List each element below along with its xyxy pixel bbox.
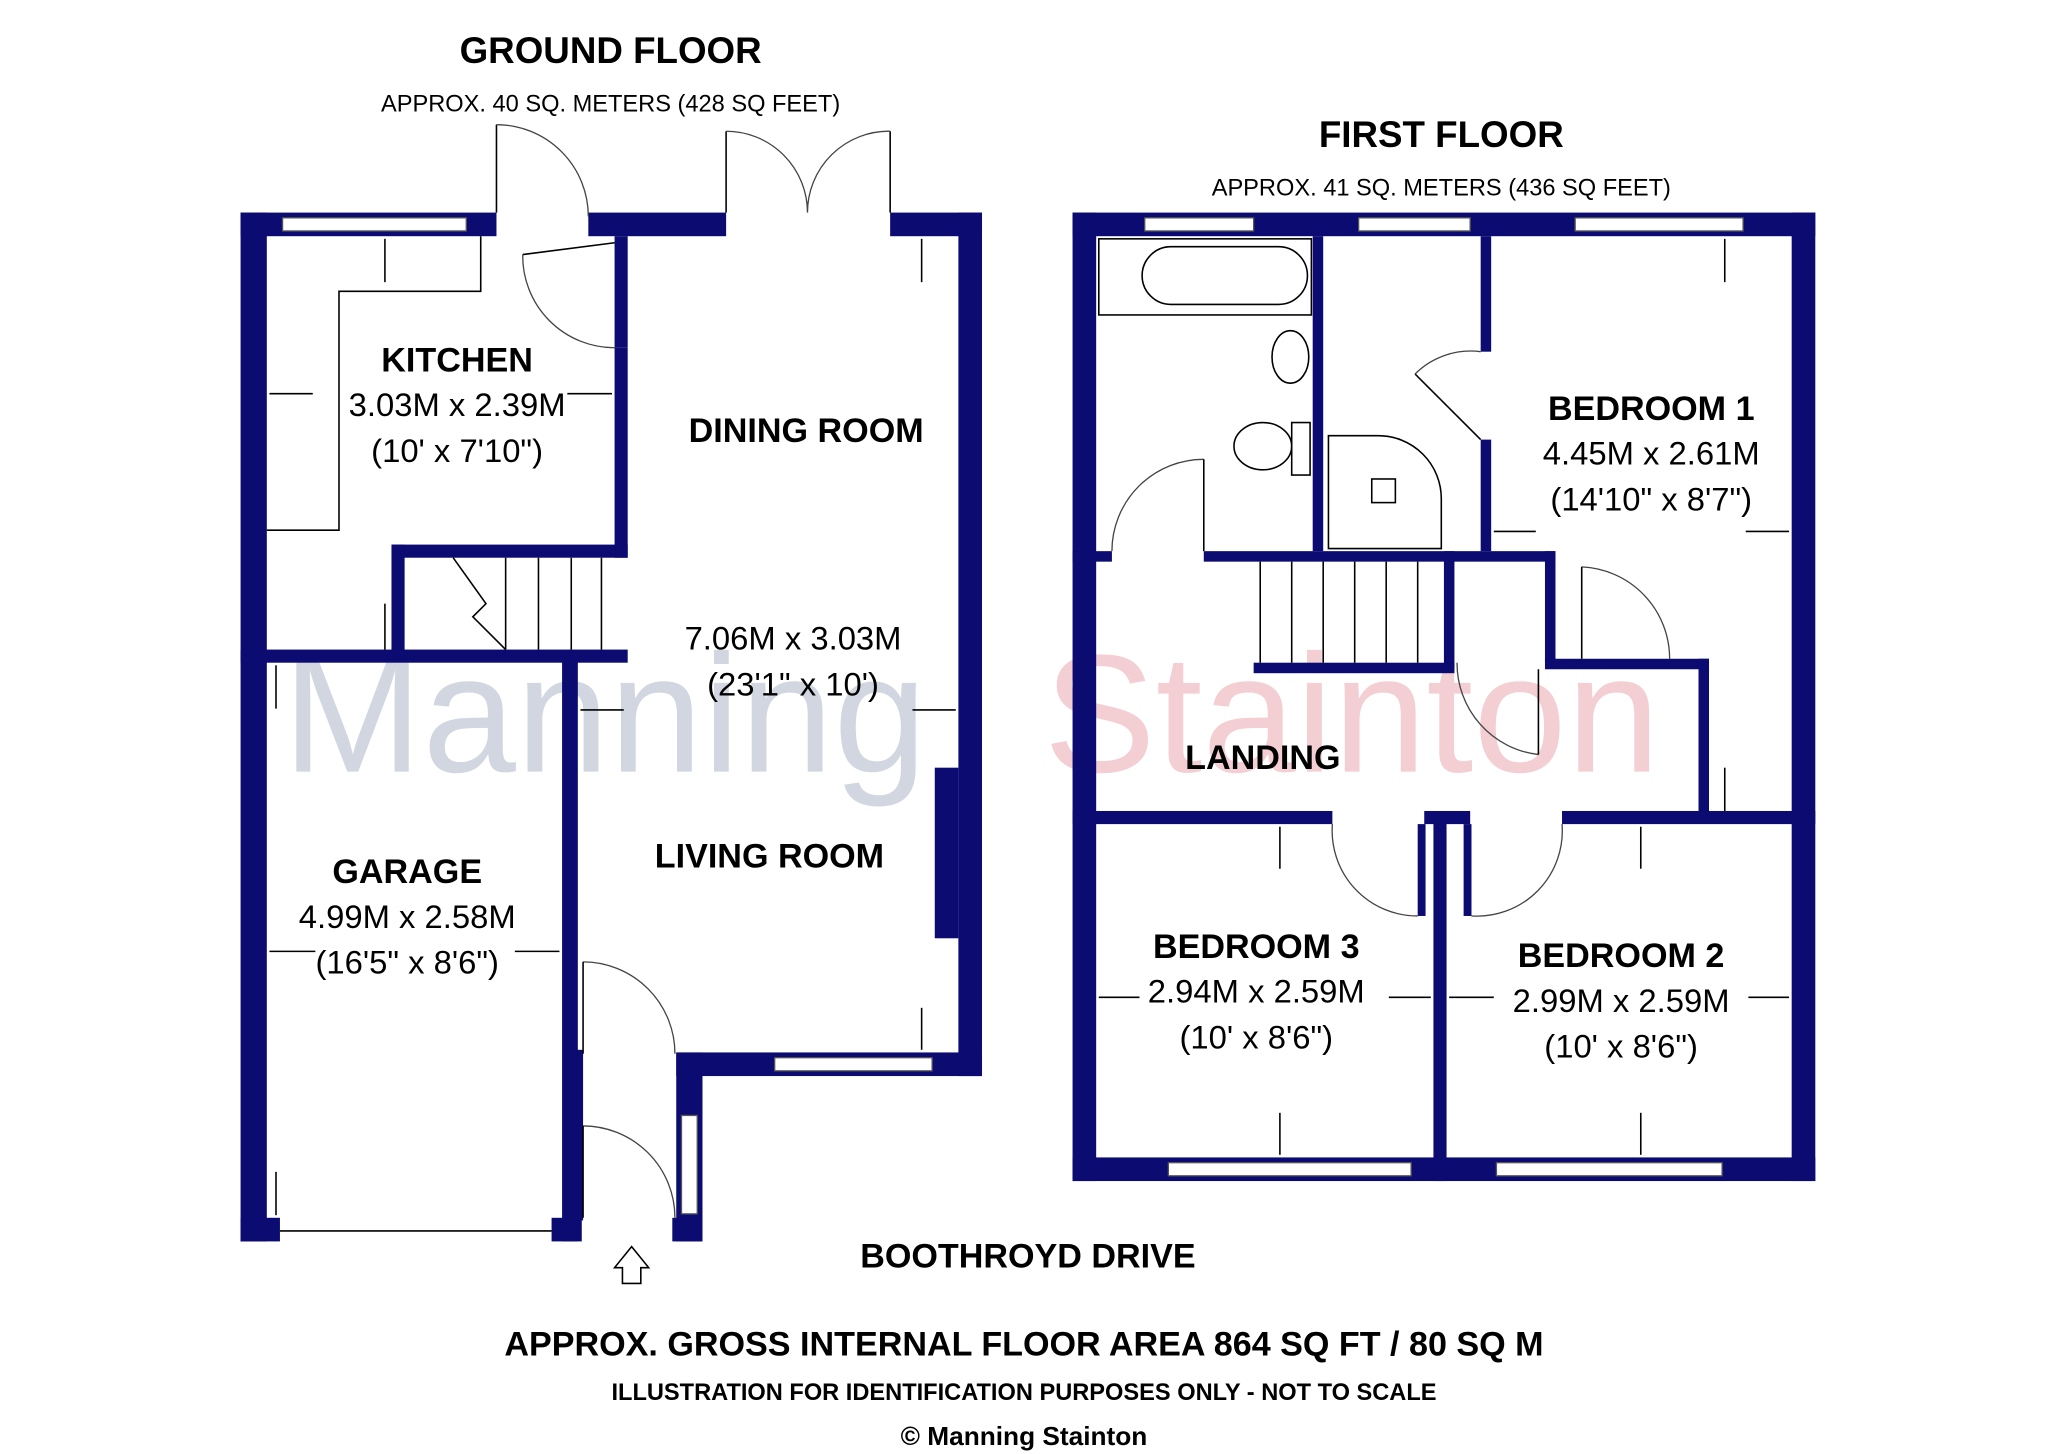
first-floor-fixtures	[1098, 238, 1671, 917]
stairs-icon	[1259, 561, 1419, 663]
dimension-arrows	[269, 238, 1790, 1216]
room-kitchen-imperial: (10' x 7'10")	[371, 432, 543, 469]
room-garage-metric: 4.99M x 2.58M	[299, 898, 516, 935]
room-garage-imperial: (16'5" x 8'6")	[315, 944, 498, 981]
ground-floor-walls	[240, 212, 983, 1242]
room-bedroom-1: BEDROOM 1	[1548, 390, 1755, 428]
room-bedroom-3-imperial: (10' x 8'6")	[1179, 1019, 1333, 1056]
sink-icon	[1271, 329, 1310, 384]
room-dining-metric: 7.06M x 3.03M	[685, 620, 902, 657]
room-bedroom-3-metric: 2.94M x 2.59M	[1148, 973, 1365, 1010]
first-floor-area: APPROX. 41 SQ. METERS (436 SQ FEET)	[1212, 176, 1671, 202]
ground-floor-fixtures	[266, 124, 891, 1285]
room-bedroom-2-imperial: (10' x 8'6")	[1544, 1028, 1698, 1065]
street-name: BOOTHROYD DRIVE	[860, 1238, 1195, 1276]
room-bedroom-1-metric: 4.45M x 2.61M	[1543, 435, 1760, 472]
room-bedroom-3: BEDROOM 3	[1153, 928, 1360, 966]
room-kitchen-metric: 3.03M x 2.39M	[349, 386, 566, 423]
room-bedroom-2-metric: 2.99M x 2.59M	[1513, 982, 1730, 1019]
room-dining: DINING ROOM	[689, 412, 924, 450]
ground-floor-area: APPROX. 40 SQ. METERS (428 SQ FEET)	[381, 92, 840, 118]
stairs-icon	[452, 557, 603, 651]
first-floor-walls	[1072, 212, 1816, 1182]
room-garage: GARAGE	[332, 853, 482, 891]
room-bedroom-1-imperial: (14'10" x 8'7")	[1550, 480, 1752, 517]
entrance-arrow-icon	[612, 1245, 651, 1285]
room-kitchen: KITCHEN	[381, 341, 533, 379]
bath-icon	[1098, 238, 1313, 316]
watermark	[262, 616, 1838, 827]
gross-area: APPROX. GROSS INTERNAL FLOOR AREA 864 SQ…	[504, 1326, 1543, 1364]
disclaimer: ILLUSTRATION FOR IDENTIFICATION PURPOSES…	[611, 1380, 1436, 1406]
first-floor-title: FIRST FLOOR	[1319, 114, 1564, 155]
room-living: LIVING ROOM	[655, 837, 884, 875]
room-bedroom-2: BEDROOM 2	[1518, 937, 1725, 975]
toilet-icon	[1233, 421, 1293, 471]
room-landing: LANDING	[1185, 739, 1340, 777]
copyright: © Manning Stainton	[901, 1421, 1148, 1451]
room-dining-imperial: (23'1" x 10')	[707, 666, 879, 703]
shower-icon	[1327, 434, 1443, 550]
ground-floor-title: GROUND FLOOR	[460, 30, 762, 71]
